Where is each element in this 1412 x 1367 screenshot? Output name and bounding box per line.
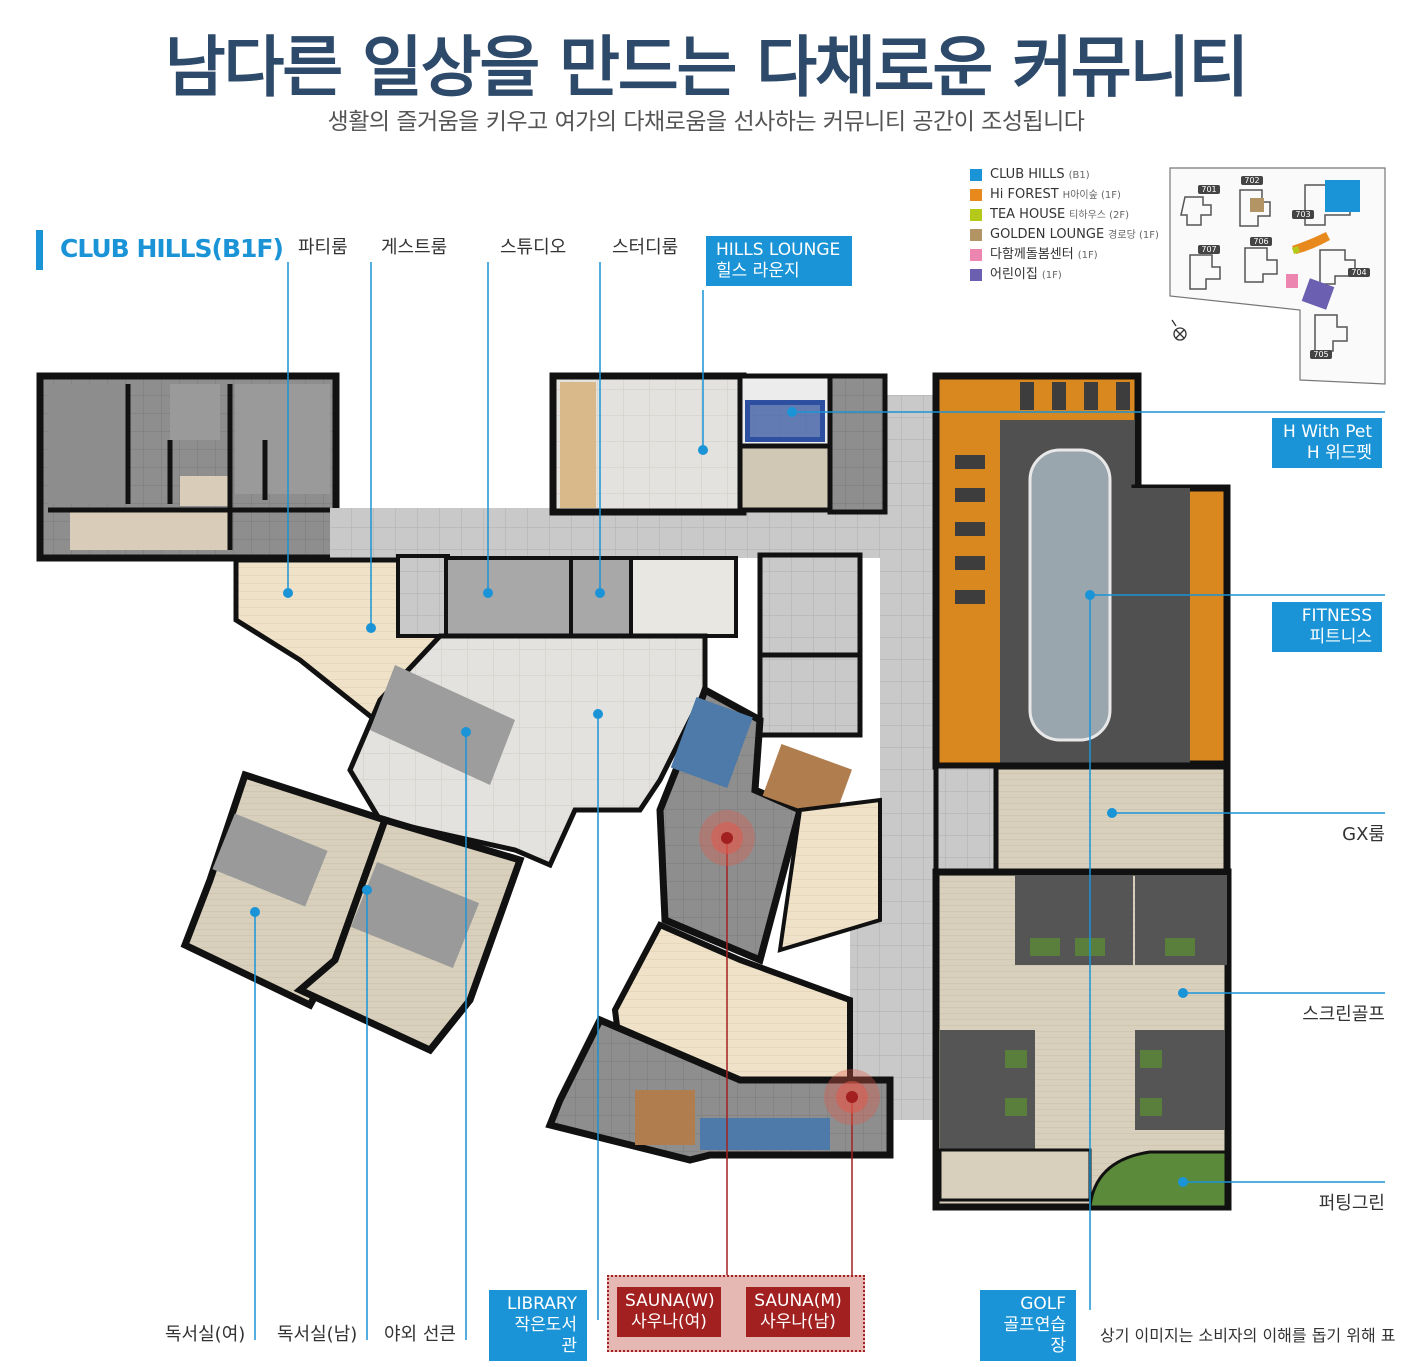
label-library: LIBRARY 작은도서관: [489, 1290, 587, 1361]
page-subtitle: 생활의 즐거움을 키우고 여가의 다채로움을 선사하는 커뮤니티 공간이 조성됩…: [327, 109, 1085, 135]
unit-label-706: 706: [1253, 237, 1268, 246]
label-studio: 스튜디오: [500, 237, 567, 258]
corridor: [330, 508, 885, 558]
hills-lounge-ko: 힐스 라운지: [716, 261, 800, 281]
legend-sub: (1F): [1077, 250, 1098, 261]
pet-room: [737, 373, 888, 515]
compass-icon: [1171, 319, 1187, 341]
fitness-ko: 피트니스: [1309, 627, 1372, 647]
legend-swatch: [970, 268, 982, 281]
label-gx-room: GX룸: [1342, 824, 1385, 845]
label-study-room: 스터디룸: [612, 237, 679, 258]
library-en: LIBRARY: [506, 1294, 577, 1314]
sauna-m-area: [545, 921, 894, 1164]
legend-name: TEA HOUSE: [990, 207, 1066, 222]
section-accent-bar: [36, 230, 43, 270]
pet-ko: H 위드펫: [1306, 443, 1372, 463]
legend-item: 어린이집(1F): [970, 265, 1159, 285]
legend-name: 다함께돌봄센터: [990, 247, 1074, 262]
restroom-wing: [36, 372, 340, 562]
section-title: CLUB HILLS(B1F): [60, 234, 284, 263]
legend-name: Hi FOREST: [990, 187, 1059, 202]
golf-area: [932, 868, 1232, 1211]
label-party-room: 파티룸: [298, 237, 348, 258]
hills-lounge-en: HILLS LOUNGE: [716, 240, 841, 260]
label-sunken: 야외 선큰: [384, 1324, 456, 1345]
legend-swatch: [970, 188, 982, 201]
legend-swatch: [970, 228, 982, 241]
studio-room: [444, 556, 573, 638]
label-reading-room-w: 독서실(여): [165, 1324, 246, 1345]
fitness-area: [932, 372, 1231, 770]
hills-lounge-area: [549, 372, 747, 516]
sauna-m-en: SAUNA(M): [754, 1291, 842, 1311]
site-key-plan: 701 702 703 704 705 706 707: [1169, 167, 1386, 385]
label-screen-golf: 스크린골프: [1302, 1004, 1385, 1025]
reading-room-m: [293, 815, 525, 1055]
fitness-en: FITNESS: [1301, 606, 1372, 626]
sauna-m-ko: 사우나(남): [760, 1312, 836, 1332]
legend-sub: 티하우스 (2F): [1069, 210, 1130, 221]
unit-label-702: 702: [1244, 176, 1259, 185]
reading-room-w: [180, 770, 390, 1010]
legend-item: CLUB HILLS(B1): [970, 165, 1159, 185]
gx-room: [991, 762, 1231, 876]
unit-label-707: 707: [1201, 245, 1216, 254]
unit-label-703: 703: [1295, 210, 1310, 219]
sauna-w-marker-icon: [699, 810, 755, 866]
label-fitness: FITNESS 피트니스: [1272, 602, 1382, 652]
unit-label-704: 704: [1351, 268, 1366, 277]
sauna-m-marker-icon: [824, 1069, 880, 1125]
legend-swatch: [970, 168, 982, 181]
sauna-w-ko: 사우나(여): [631, 1312, 707, 1332]
golf-en: GOLF: [1020, 1294, 1066, 1314]
pet-en: H With Pet: [1283, 422, 1372, 442]
label-sauna-w: SAUNA(W) 사우나(여): [617, 1287, 721, 1337]
label-sauna-m: SAUNA(M) 사우나(남): [746, 1287, 850, 1337]
sauna-w-en: SAUNA(W): [625, 1291, 715, 1311]
library-ko: 작은도서관: [514, 1315, 577, 1356]
disclaimer: 상기 이미지는 소비자의 이해를 돕기 위해 표: [1100, 1326, 1396, 1345]
label-putting-green: 퍼팅그린: [1318, 1193, 1385, 1214]
page-title: 남다른 일상을 만드는 다채로운 커뮤니티: [164, 29, 1249, 106]
legend-name: CLUB HILLS: [990, 167, 1065, 182]
unit-label-705: 705: [1313, 350, 1328, 359]
legend-sub: 경로당 (1F): [1108, 230, 1159, 241]
legend-sub: H아이숲 (1F): [1062, 190, 1121, 201]
legend-name: GOLDEN LOUNGE: [990, 227, 1105, 242]
label-golf: GOLF 골프연습장: [980, 1290, 1076, 1361]
golf-ko: 골프연습장: [1003, 1315, 1066, 1356]
sauna-w-area: [656, 684, 882, 965]
legend-sub: (B1): [1068, 170, 1090, 181]
legend-item: 다함께돌봄센터(1F): [970, 245, 1159, 265]
label-guest-room: 게스트룸: [381, 237, 448, 258]
legend-name: 어린이집: [990, 267, 1038, 282]
label-h-with-pet: H With Pet H 위드펫: [1272, 418, 1382, 468]
label-hills-lounge: HILLS LOUNGE 힐스 라운지: [706, 236, 852, 286]
legend-swatch: [970, 208, 982, 221]
legend-swatch: [970, 248, 982, 261]
unit-label-701: 701: [1201, 185, 1216, 194]
legend-sub: (1F): [1041, 270, 1062, 281]
label-reading-room-m: 독서실(남): [277, 1324, 358, 1345]
